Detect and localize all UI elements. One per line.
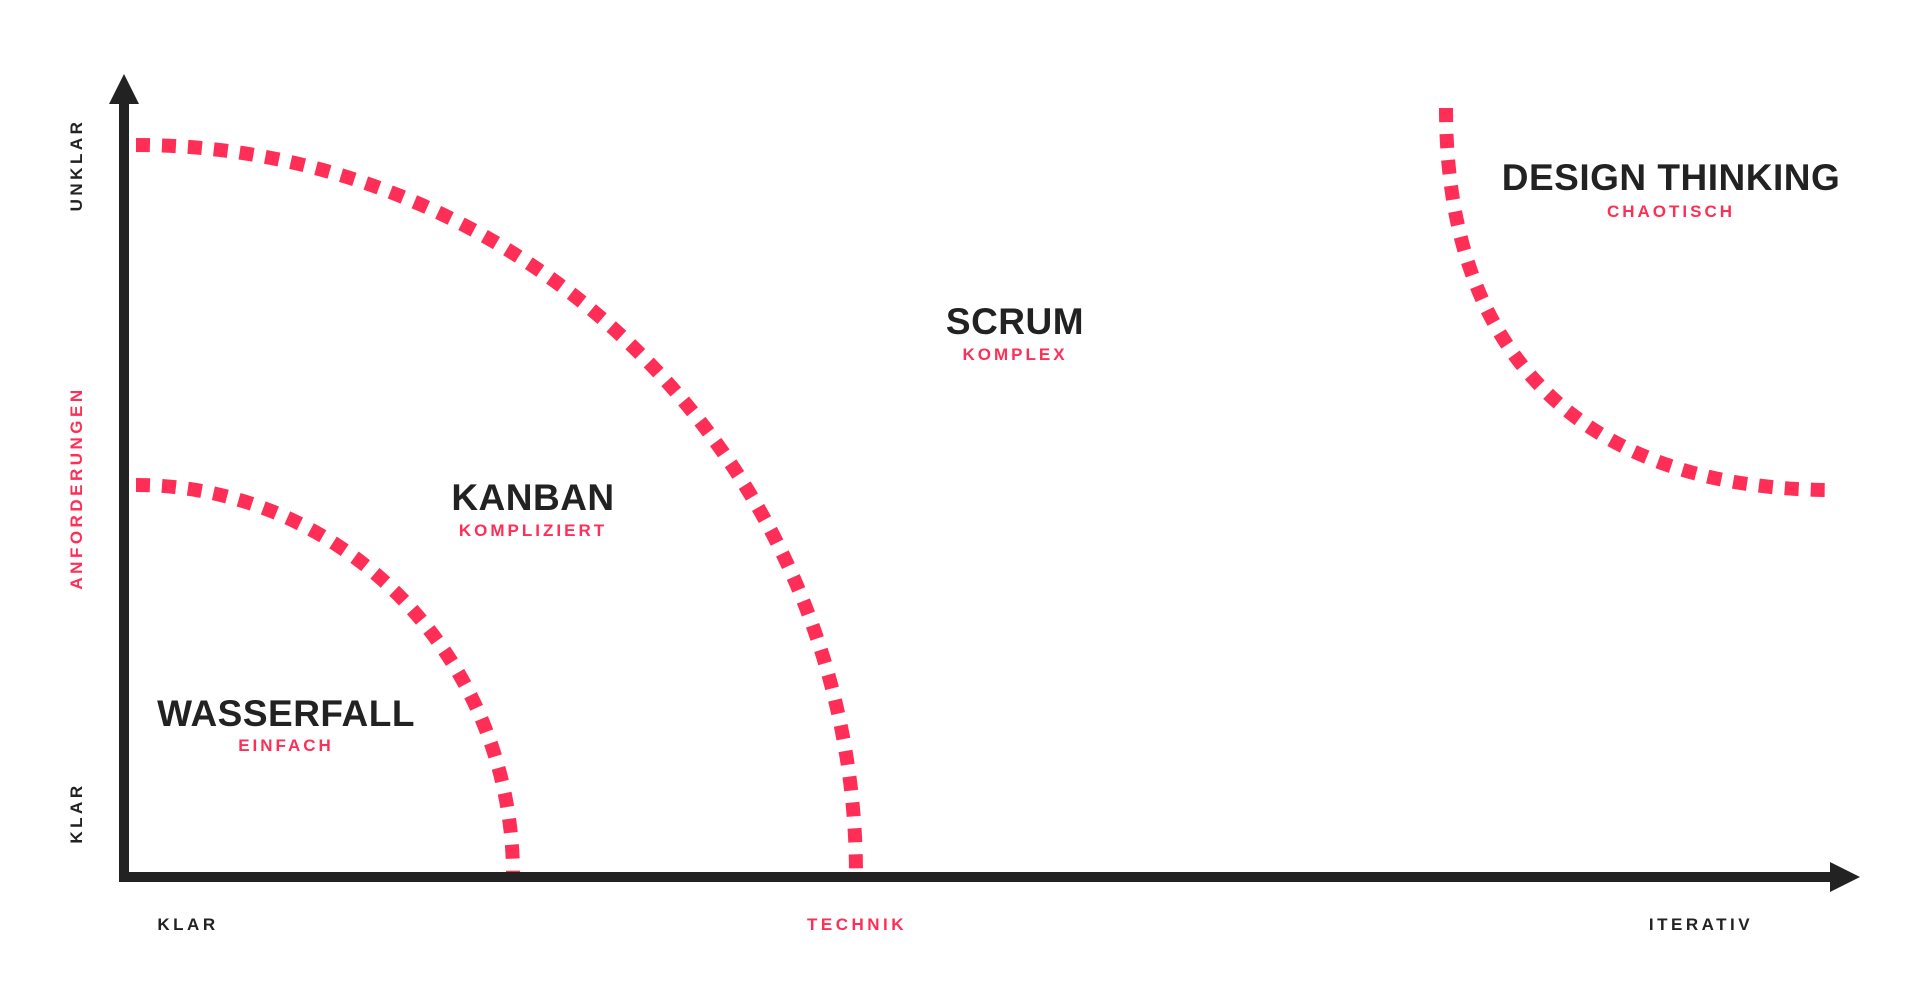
zone-title-design-thinking: DESIGN THINKING bbox=[1502, 157, 1840, 198]
boundary-curve-einfach bbox=[135, 478, 520, 876]
zone-subtitle-design-thinking: CHAOTISCH bbox=[1607, 202, 1735, 221]
x-axis-arrow-icon bbox=[1830, 862, 1860, 892]
zone-title-scrum: SCRUM bbox=[946, 301, 1084, 342]
x-axis-title: TECHNIK bbox=[807, 915, 907, 934]
y-axis-bottom-label: KLAR bbox=[67, 782, 86, 843]
zone-title-wasserfall: WASSERFALL bbox=[157, 693, 415, 734]
y-axis-title: ANFORDERUNGEN bbox=[67, 386, 86, 589]
boundary-curve-chaotisch bbox=[1439, 107, 1834, 497]
y-axis-arrow-icon bbox=[109, 74, 139, 104]
y-axis-top-label: UNKLAR bbox=[67, 119, 86, 212]
zone-subtitle-wasserfall: EINFACH bbox=[238, 736, 334, 755]
x-axis-left-label: KLAR bbox=[157, 915, 218, 934]
x-axis-right-label: ITERATIV bbox=[1649, 915, 1753, 934]
zone-subtitle-scrum: KOMPLEX bbox=[962, 345, 1067, 364]
zone-subtitle-kanban: KOMPLIZIERT bbox=[459, 521, 607, 540]
boundary-curve-kompliziert bbox=[135, 138, 863, 876]
zone-title-kanban: KANBAN bbox=[451, 477, 614, 518]
